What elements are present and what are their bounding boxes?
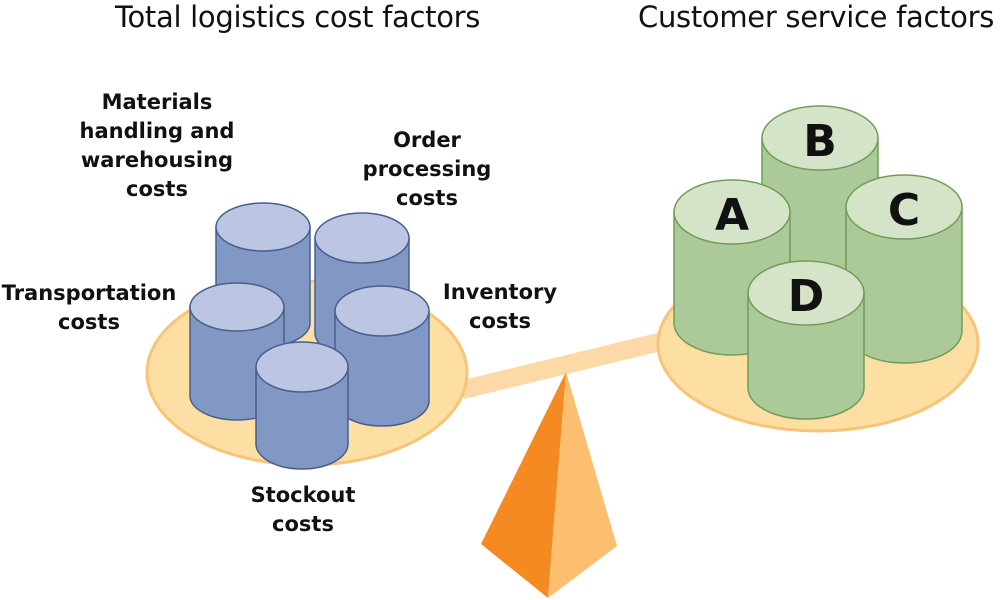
label-line: Order: [393, 128, 461, 152]
cylinder-service-d: D: [747, 260, 865, 420]
letter-d: D: [788, 271, 825, 322]
label-line: costs: [126, 177, 188, 201]
letter-b: B: [803, 116, 837, 167]
label-line: Transportation: [1, 281, 177, 305]
right-title: Customer service factors: [638, 0, 995, 34]
letter-a: A: [715, 190, 749, 241]
label-materials-handling: Materials handling and warehousing costs: [72, 88, 242, 204]
cylinder-stockout: [255, 341, 349, 470]
fulcrum-pyramid: [481, 372, 617, 598]
label-line: costs: [469, 309, 531, 333]
label-line: Stockout: [250, 483, 356, 507]
cylinder-inventory: [334, 285, 430, 427]
label-order-processing: Order processing costs: [352, 126, 502, 213]
label-line: costs: [272, 512, 334, 536]
label-transportation: Transportation costs: [0, 279, 178, 337]
cylinder-service-c: C: [845, 174, 963, 364]
label-line: processing: [362, 157, 492, 181]
label-inventory: Inventory costs: [438, 278, 562, 336]
label-line: handling and: [79, 119, 235, 143]
letter-c: C: [888, 185, 920, 236]
label-line: costs: [58, 310, 120, 334]
balance-beam: [455, 328, 690, 399]
label-stockout: Stockout costs: [243, 481, 363, 539]
label-line: Materials: [101, 90, 213, 114]
label-line: Inventory: [442, 280, 558, 304]
left-title: Total logistics cost factors: [115, 0, 481, 34]
label-line: costs: [396, 186, 458, 210]
label-line: warehousing: [80, 148, 234, 172]
